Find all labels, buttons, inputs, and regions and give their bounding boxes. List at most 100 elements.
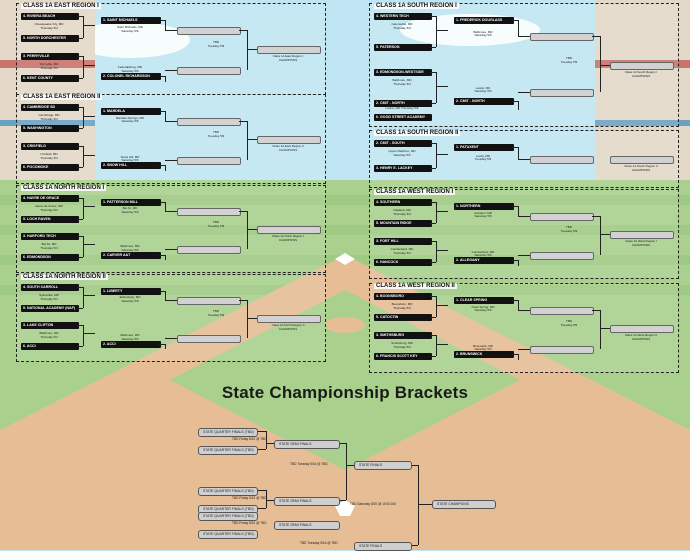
quarter-final-slot[interactable]: STATE QUARTER FINALS (TBD): [198, 512, 258, 521]
champion-slot[interactable]: [257, 226, 321, 234]
winner-slot[interactable]: [530, 345, 594, 354]
team-slot[interactable]: 1. PATUXENT: [454, 144, 514, 151]
winner-slot[interactable]: [177, 117, 241, 126]
team-slot[interactable]: 6. EDMONDSON: [21, 253, 79, 261]
team-slot[interactable]: 3. SMITHSBURG: [374, 332, 432, 339]
team-slot[interactable]: 3. FORT HILL: [374, 238, 432, 245]
winner-slot[interactable]: [530, 88, 594, 97]
winner-slot[interactable]: [177, 335, 241, 344]
champion-slot[interactable]: [257, 46, 321, 54]
team-slot[interactable]: 3. EDMONDSON-WESTSIDE: [374, 69, 432, 76]
team-slot[interactable]: 3. PERRYVILLE: [21, 53, 79, 60]
team-slot[interactable]: 5. PATERSON: [374, 43, 432, 51]
team-slot[interactable]: 3. HARFORD TECH: [21, 233, 79, 240]
team-slot[interactable]: 1. CLEAR SPRING: [454, 297, 514, 304]
team-slot[interactable]: 5. CATOCTIN: [374, 314, 432, 322]
team-slot[interactable]: 2. CMIT - NORTH: [374, 100, 432, 107]
quarter-final-slot[interactable]: STATE QUARTER FINALS (TBD): [198, 428, 258, 437]
winner-slot[interactable]: [177, 208, 241, 217]
bracket-line: [346, 465, 354, 466]
team-slot[interactable]: 4. SOUTH CARROLL: [21, 284, 79, 291]
team-slot[interactable]: 5. NATIONAL ACADEMY (NAF): [21, 304, 79, 312]
team-slot[interactable]: 1. MARDELA: [101, 108, 161, 115]
team-slot[interactable]: 6. POCOMOKE: [21, 164, 79, 172]
quarter-final-slot[interactable]: STATE QUARTER FINALS (TBD): [198, 530, 258, 539]
game-info: Cumberland, MD Saturday 5/6: [471, 249, 495, 258]
team-slot[interactable]: 2. BRUNSWICK: [454, 351, 514, 359]
team-slot[interactable]: 1. PATTERSON MILL: [101, 199, 161, 206]
final-slot[interactable]: STATE FINALS: [354, 461, 412, 470]
semi-final-slot[interactable]: STATE SEMI FINALS: [274, 440, 340, 449]
team-slot[interactable]: 3. HENRY E. LACKEY: [374, 165, 432, 173]
winner-slot[interactable]: [177, 67, 241, 75]
game-info: TBD Friday 5/12 @ TBD: [232, 496, 267, 500]
team-slot[interactable]: 4. WESTERN TECH: [374, 13, 432, 20]
team-slot[interactable]: 6. FRANCIS SCOTT KEY: [374, 353, 432, 361]
team-slot[interactable]: 2. ACCI: [101, 340, 161, 348]
winner-slot[interactable]: [530, 251, 594, 260]
team-slot[interactable]: 2. CMIT - SOUTH: [374, 140, 432, 147]
winner-slot[interactable]: [530, 156, 594, 165]
bracket-line: [239, 120, 247, 122]
team-slot[interactable]: 4. RIVIERA BEACH: [21, 13, 79, 20]
team-slot[interactable]: 3. LAKE CLIFTON: [21, 322, 79, 329]
quarter-final-slot[interactable]: STATE QUARTER FINALS (TBD): [198, 487, 258, 496]
team-slot[interactable]: 1. SAINT MICHAELS: [101, 17, 161, 24]
team-slot[interactable]: 5. WASHINGTON: [21, 125, 79, 133]
team-slot[interactable]: 2. ALLEGANY: [454, 257, 514, 265]
state-champion-slot[interactable]: STATE CHAMPIONS: [432, 500, 496, 509]
winner-slot[interactable]: [177, 297, 241, 306]
team-slot[interactable]: 5. LOCH RAVEN: [21, 215, 79, 223]
semi-final-slot[interactable]: STATE SEMI FINALS: [274, 521, 340, 530]
bracket-line: [165, 202, 166, 212]
team-slot[interactable]: 3. CRISFIELD: [21, 143, 79, 150]
champion-slot[interactable]: [610, 156, 674, 164]
semi-final-slot[interactable]: STATE SEMI FINALS: [274, 497, 340, 506]
team-slot[interactable]: 6. HANCOCK: [374, 259, 432, 267]
team-slot[interactable]: 1. LIBERTY: [101, 288, 161, 295]
team-slot[interactable]: 4. CAMBRIDGE SD: [21, 104, 79, 111]
team-slot[interactable]: 2. SNOW HILL: [101, 162, 161, 170]
game-info: Cumberland, MD Thursday 5/4: [390, 247, 414, 255]
team-slot[interactable]: 5. MOUNTAIN RIDGE: [374, 220, 432, 228]
winner-slot[interactable]: [530, 32, 594, 41]
quarter-final-slot[interactable]: STATE QUARTER FINALS (TBD): [198, 446, 258, 455]
bracket-line: [83, 236, 84, 257]
team-slot[interactable]: 1. FREDERICK DOUGLASS: [454, 17, 514, 24]
bracket-line: [436, 153, 448, 155]
winner-slot[interactable]: [177, 246, 241, 255]
bracket-line: [83, 333, 95, 334]
bracket-line: [430, 296, 436, 297]
team-slot[interactable]: 2. CARVER A&T: [101, 251, 161, 259]
team-slot[interactable]: 2. COLONEL RICHARDSON: [101, 73, 161, 80]
region-title: CLASS 1A NORTH REGION II: [21, 274, 108, 280]
winner-slot[interactable]: [530, 212, 594, 221]
team-slot[interactable]: 4. SOUTHERN: [374, 199, 432, 206]
team-slot[interactable]: 2. CMIT - NORTH: [454, 97, 514, 105]
team-slot[interactable]: 6. GOOD STREET ACADEMY: [374, 114, 432, 121]
champion-slot[interactable]: [610, 325, 674, 333]
champion-slot[interactable]: [610, 231, 674, 239]
team-slot[interactable]: 1. NORTHERN: [454, 203, 514, 210]
team-slot[interactable]: 5. NORTH DORCHESTER: [21, 35, 79, 42]
winner-slot[interactable]: [177, 27, 241, 35]
winner-slot[interactable]: [530, 306, 594, 315]
bracket-line: [512, 300, 518, 301]
team-slot[interactable]: 4. HAVRE DE GRACE: [21, 195, 79, 202]
bracket-line: [165, 20, 166, 30]
bracket-line: [77, 167, 83, 169]
champion-slot[interactable]: [257, 136, 321, 144]
team-slot[interactable]: 4. BOONSBORO: [374, 293, 432, 300]
bracket-line: [518, 20, 519, 36]
team-slot[interactable]: 6. ACCI: [21, 342, 79, 350]
game-info: Havre de Grace, MD Thursday 5/4: [35, 204, 63, 212]
team-slot[interactable]: 6. KENT COUNTY: [21, 75, 79, 82]
bracket-line: [512, 354, 518, 356]
champion-slot[interactable]: [257, 315, 321, 323]
champion-slot[interactable]: [610, 62, 674, 70]
winner-slot[interactable]: [177, 156, 241, 165]
bracket-line: [430, 335, 436, 336]
game-info: Crisfield, MD Thursday 5/4: [40, 152, 58, 160]
